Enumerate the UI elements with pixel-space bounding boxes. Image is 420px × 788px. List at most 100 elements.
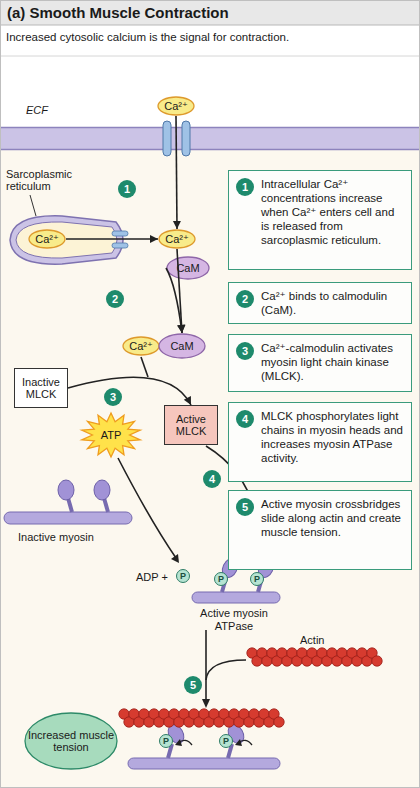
phosphate-label: P: [250, 572, 264, 586]
membrane-edge: [0, 127, 420, 129]
step-description: Ca²⁺ binds to calmodulin (CaM).: [261, 289, 403, 317]
actin-bead: [372, 656, 382, 666]
arrow-head: [235, 739, 242, 746]
myosin-neck: [68, 498, 72, 512]
text-label: Inactive myosin: [18, 531, 94, 544]
merge-line: [141, 357, 148, 377]
diagram-title: (a) Smooth Muscle Contraction: [7, 4, 229, 21]
myosin-filament: [192, 592, 280, 603]
connector-line: [68, 377, 191, 405]
leader-line: [30, 195, 36, 216]
merge-line: [206, 660, 246, 680]
reaction-arrow: [118, 458, 176, 558]
callout-number: 1: [118, 180, 136, 198]
node-text: Ca²⁺: [164, 100, 188, 112]
step-number: 4: [236, 410, 254, 428]
reticulum-lumen: [16, 222, 117, 258]
connector: [68, 377, 191, 405]
step-description: Active myosin crossbridges slide along a…: [261, 497, 403, 539]
arrow-head: [175, 739, 182, 746]
arrow-head: [171, 554, 179, 563]
arrow-head: [150, 235, 158, 243]
step-description: Intracellular Ca²⁺ concentrations increa…: [261, 177, 403, 247]
enzyme-box: Inactive MLCK: [14, 368, 68, 408]
reticulum-membrane: [10, 216, 123, 264]
arrow-head: [202, 699, 210, 708]
step-description: Ca²⁺-calmodulin activates myosin light c…: [261, 341, 403, 383]
step-box: 5 Active myosin crossbridges slide along …: [228, 490, 412, 570]
oval-outline: [25, 713, 117, 769]
calcium-ion: Ca²⁺: [28, 229, 66, 249]
connector-line: [176, 116, 177, 229]
oval-outline: [167, 257, 209, 279]
outcome-ellipse: Increased muscle tension: [24, 712, 118, 770]
sarcoplasmic-reticulum: Sarcoplasmic reticulumCa²⁺: [4, 166, 136, 266]
step-number: 3: [236, 342, 254, 360]
step-box: 2 Ca²⁺ binds to calmodulin (CaM).: [228, 282, 412, 324]
release-channel: [112, 243, 128, 248]
phosphate-label: P: [214, 572, 228, 586]
callout-number: 2: [106, 290, 124, 308]
callout-number: 3: [104, 388, 122, 406]
calcium-ion: Ca²⁺: [122, 336, 160, 356]
step-box: 3 Ca²⁺-calmodulin activates myosin light …: [228, 334, 412, 392]
oval-outline: [159, 334, 205, 358]
node-text: Ca²⁺: [129, 340, 153, 352]
step-number: 5: [236, 498, 254, 516]
step-description: MLCK phosphorylates light chains in myos…: [261, 409, 403, 465]
step-box: 4 MLCK phosphorylates light chains in myo…: [228, 402, 412, 482]
arrow-head: [173, 221, 181, 229]
cytosol: [0, 150, 420, 788]
calcium-ion: Ca²⁺: [157, 96, 195, 116]
atp-starburst: ATP: [80, 412, 142, 458]
title-band: [0, 0, 420, 25]
step-box: 1 Intracellular Ca²⁺ concentrations incre…: [228, 170, 412, 270]
text-label: Increased cytosolic calcium is the signa…: [6, 31, 416, 44]
calcium-channel: [163, 121, 171, 156]
text-label: Actin: [300, 634, 324, 647]
node-text: CaM: [176, 262, 199, 274]
oval-outline: [159, 230, 195, 248]
myosin-filament: [4, 512, 132, 524]
enzyme-box: Active MLCK: [164, 405, 218, 445]
arrow-head: [177, 325, 185, 333]
cell-membrane: [0, 127, 420, 150]
text-label: ADP +: [136, 571, 168, 584]
calmodulin: CaM: [158, 333, 206, 359]
step-number: 2: [236, 290, 254, 308]
starburst-outline: [82, 413, 140, 457]
actin-bead: [274, 717, 284, 727]
calcium-channel: [182, 121, 190, 156]
node-text: Ca²⁺: [35, 233, 59, 245]
oval-outline: [123, 337, 159, 355]
release-channel: [112, 231, 128, 236]
node-text: Increased muscle tension: [24, 729, 118, 753]
actin-filaments: [119, 648, 382, 727]
node-text: ATP: [101, 429, 122, 441]
phosphate-label: P: [219, 734, 233, 748]
myosin-neck: [104, 498, 108, 512]
node-text: Ca²⁺: [165, 233, 189, 245]
divider: [0, 25, 420, 26]
step-number: 1: [236, 178, 254, 196]
reaction-arrow: [205, 630, 207, 700]
node-text: Inactive MLCK: [15, 376, 67, 400]
membrane-edge: [0, 149, 420, 151]
node-text: Active MLCK: [165, 413, 217, 437]
phosphate-label: P: [159, 734, 173, 748]
text-label: Active myosin ATPase: [186, 607, 282, 633]
myosin-head: [58, 480, 74, 500]
callout-number: 5: [184, 676, 202, 694]
myosin-head: [94, 480, 110, 500]
phosphate-label: P: [176, 569, 190, 583]
arrow-head: [184, 396, 191, 405]
node-text: CaM: [170, 340, 193, 352]
callout-number: 4: [203, 470, 221, 488]
arrow-head: [178, 325, 186, 333]
myosin-filament: [128, 758, 280, 769]
calcium-ion: Ca²⁺: [158, 229, 196, 249]
oval-outline: [29, 230, 65, 248]
